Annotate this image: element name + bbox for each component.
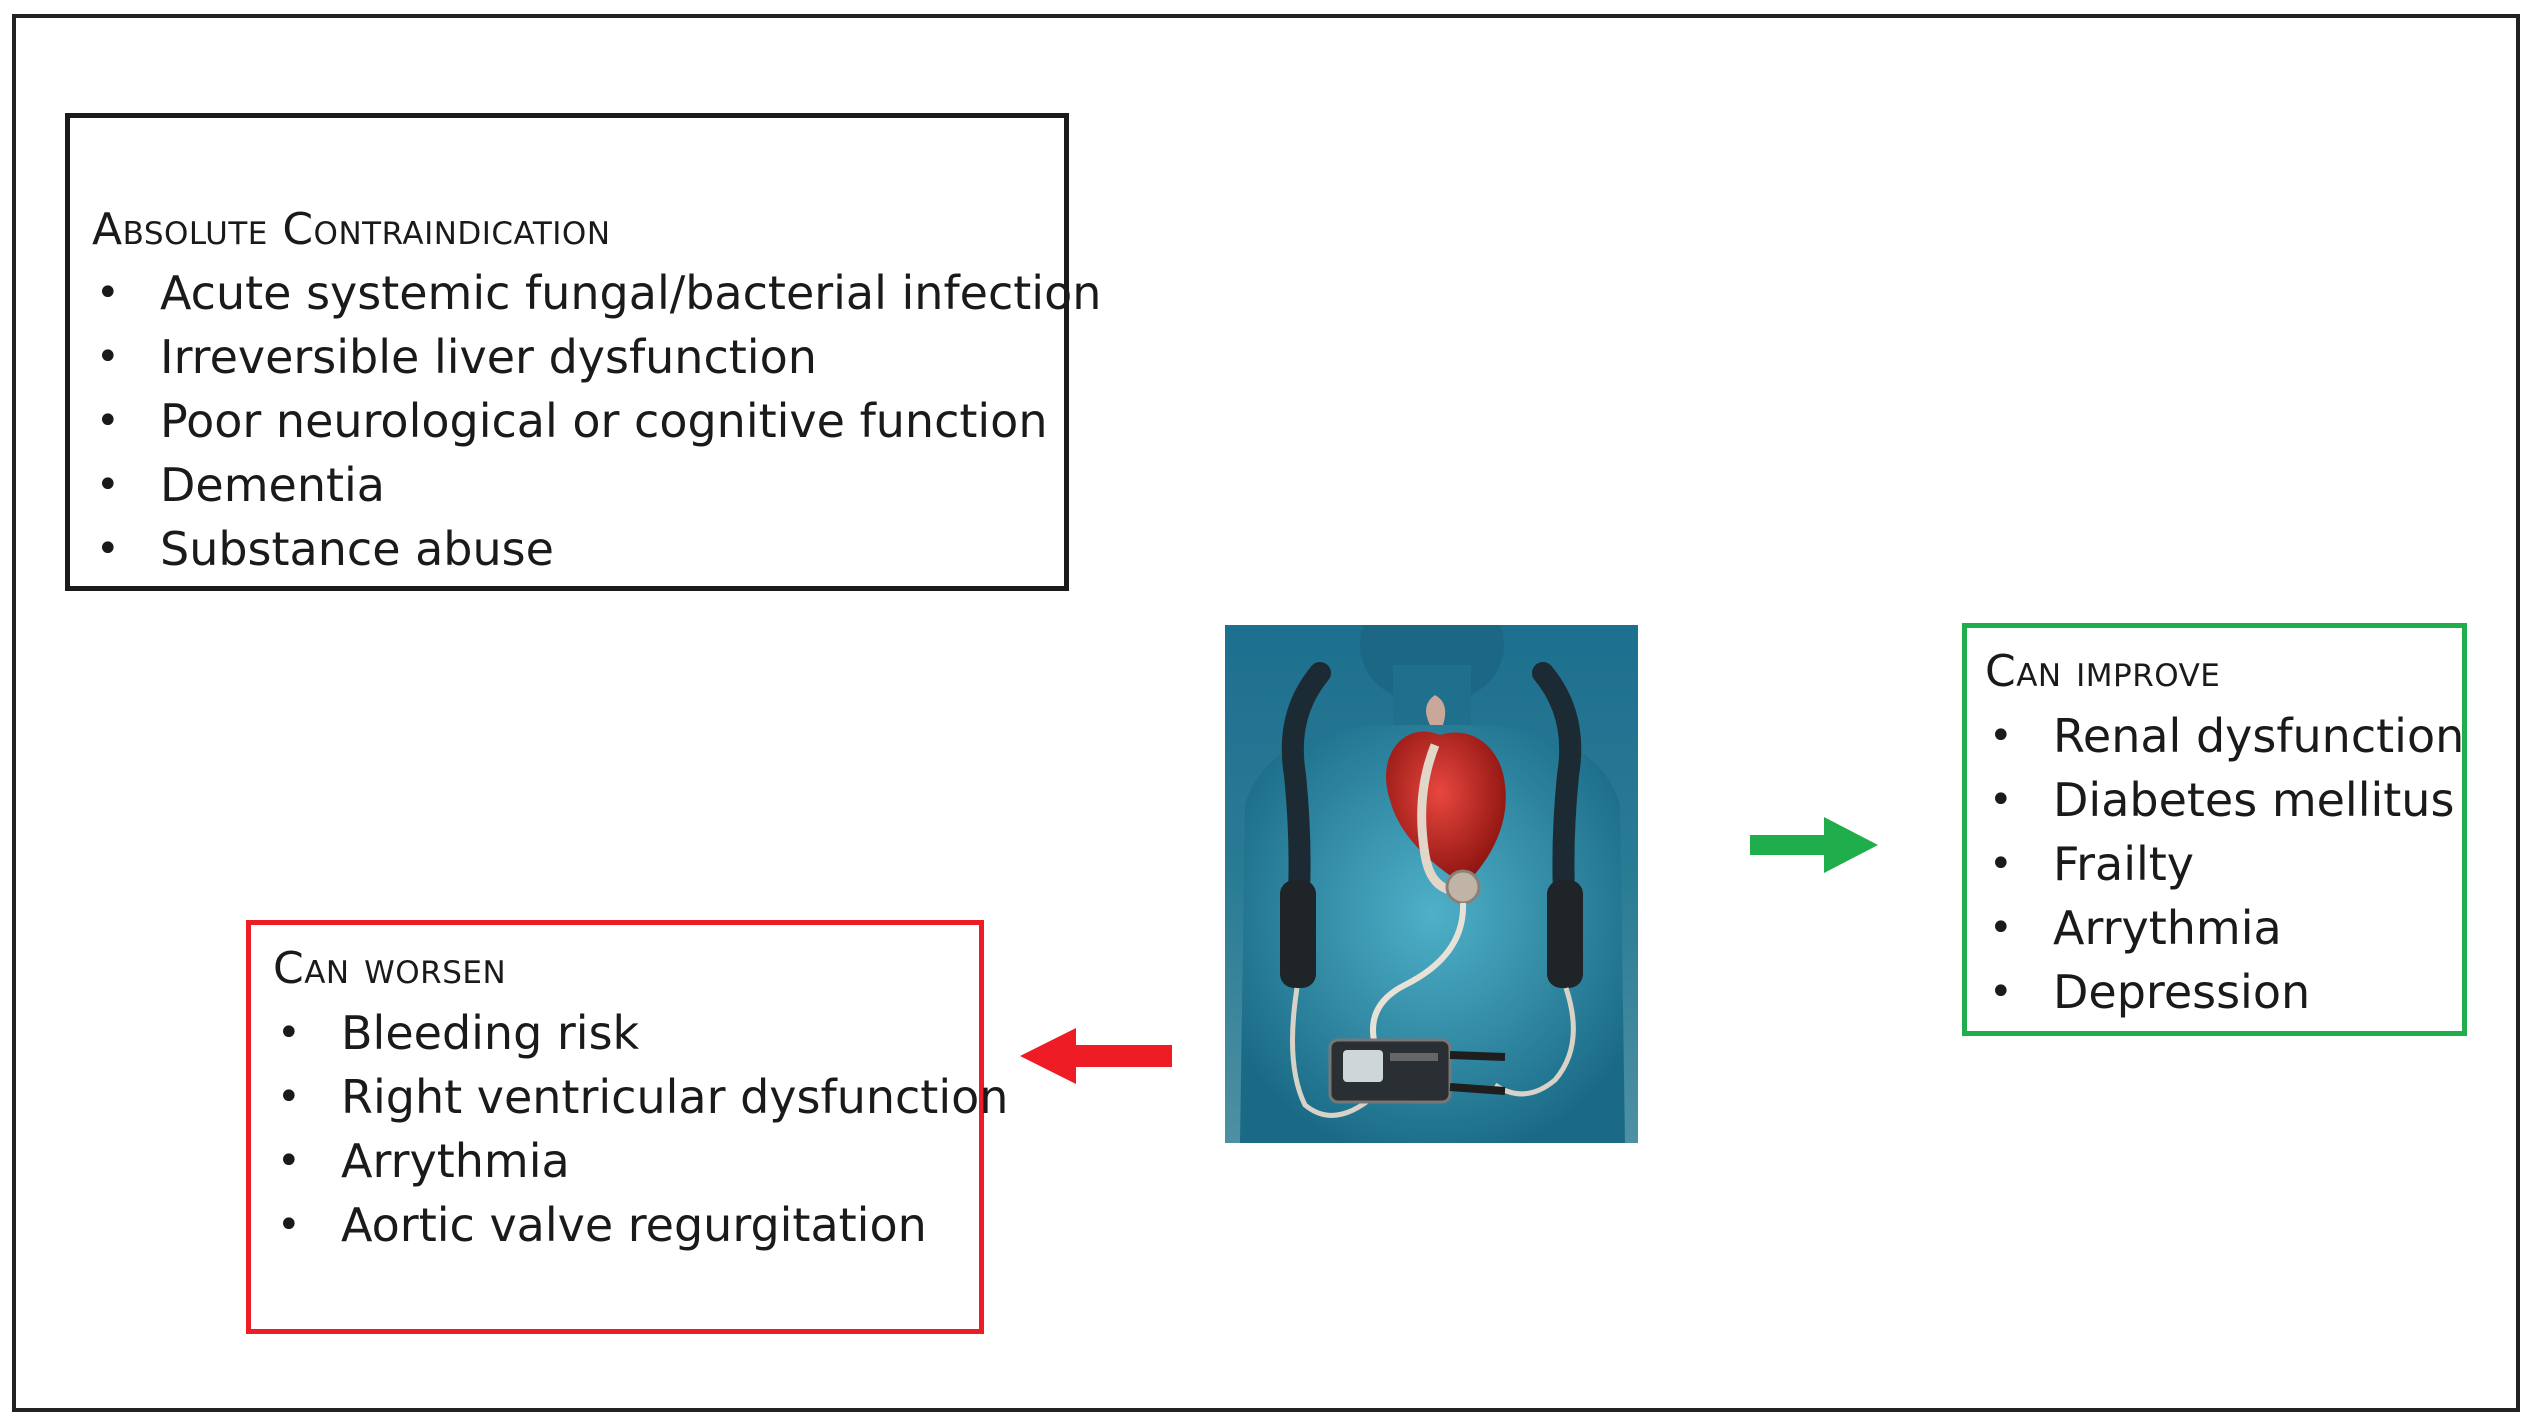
- list-item: Bleeding risk: [277, 1001, 1008, 1065]
- list-item: Diabetes mellitus: [1989, 768, 2464, 832]
- list-item: Arrythmia: [1989, 896, 2464, 960]
- can-worsen-list: Bleeding risk Right ventricular dysfunct…: [277, 1001, 1008, 1257]
- worsen-arrow-icon: [1020, 1028, 1172, 1084]
- figure-frame: [12, 14, 2520, 1412]
- list-item: Aortic valve regurgitation: [277, 1193, 1008, 1257]
- improve-arrow-icon: [1750, 817, 1878, 873]
- list-item: Renal dysfunction: [1989, 704, 2464, 768]
- list-item: Irreversible liver dysfunction: [96, 325, 1101, 389]
- can-worsen-box: Can worsen Bleeding risk Right ventricul…: [246, 920, 1008, 1334]
- absolute-contraindication-title: Absolute Contraindication: [92, 204, 611, 255]
- list-item: Depression: [1989, 960, 2464, 1024]
- list-item: Dementia: [96, 453, 1101, 517]
- lvad-heart-pump-illustration: [1225, 625, 1638, 1143]
- absolute-contraindication-box: Absolute Contraindication Acute systemic…: [65, 113, 1101, 591]
- list-item: Substance abuse: [96, 517, 1101, 581]
- list-item: Arrythmia: [277, 1129, 1008, 1193]
- can-worsen-title: Can worsen: [273, 943, 507, 994]
- can-improve-box: Can improve Renal dysfunction Diabetes m…: [1962, 623, 2467, 1036]
- absolute-contraindication-list: Acute systemic fungal/bacterial infectio…: [96, 261, 1101, 581]
- list-item: Frailty: [1989, 832, 2464, 896]
- list-item: Right ventricular dysfunction: [277, 1065, 1008, 1129]
- list-item: Poor neurological or cognitive function: [96, 389, 1101, 453]
- can-improve-title: Can improve: [1985, 646, 2221, 697]
- can-improve-list: Renal dysfunction Diabetes mellitus Frai…: [1989, 704, 2464, 1024]
- list-item: Acute systemic fungal/bacterial infectio…: [96, 261, 1101, 325]
